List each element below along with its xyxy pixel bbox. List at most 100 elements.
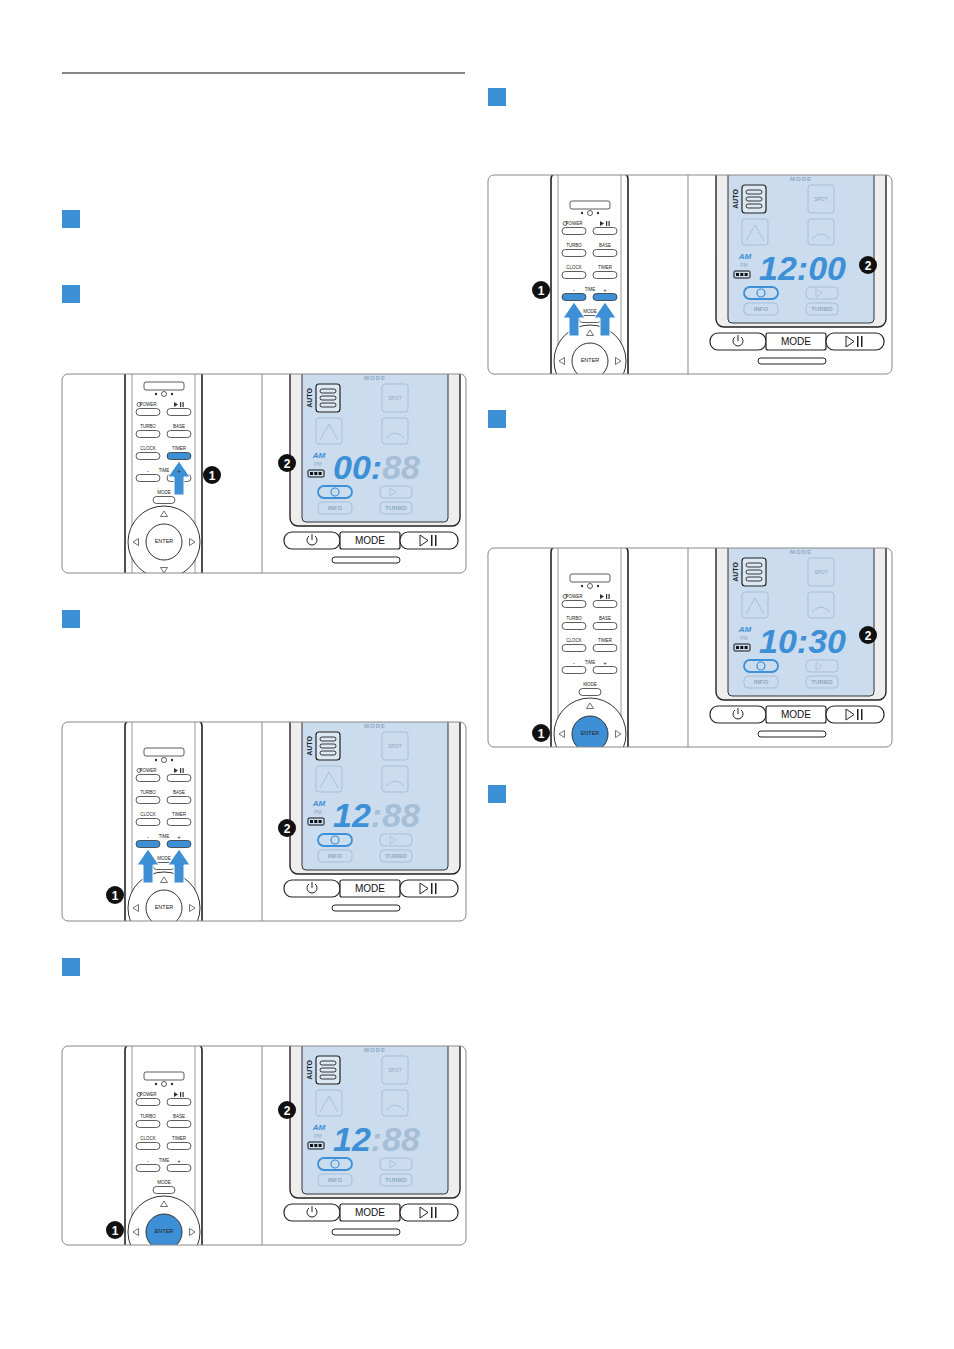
remote-dot xyxy=(171,393,173,395)
remote-sensor xyxy=(570,201,610,209)
auto-icon xyxy=(316,384,340,412)
mode-key-label: MODE xyxy=(355,536,385,546)
play-symbol xyxy=(600,221,604,226)
figure-group xyxy=(125,722,460,921)
battery-cell xyxy=(314,820,317,823)
auto-icon xyxy=(742,558,766,586)
spot-label: SPOT xyxy=(388,396,402,401)
auto-icon-line xyxy=(320,403,336,407)
remote-button xyxy=(593,601,617,608)
button-label: POWER xyxy=(139,402,156,407)
pad-arrow xyxy=(190,905,196,912)
power-key xyxy=(284,880,340,897)
play-indicator xyxy=(380,1158,412,1170)
auto-icon-line xyxy=(746,577,762,581)
turbo-label: TURBO xyxy=(385,853,406,859)
mode-icon xyxy=(742,592,768,618)
pause-bar xyxy=(609,221,610,226)
battery-cell xyxy=(314,1144,317,1147)
press-arrow xyxy=(168,849,190,883)
clock-face xyxy=(757,662,765,670)
remote-body xyxy=(125,1046,202,1245)
button-label: BASE xyxy=(173,790,185,795)
remote-sensor xyxy=(570,574,610,582)
power-key xyxy=(284,1204,340,1221)
mode-key-label: MODE xyxy=(355,1208,385,1218)
pause-bar xyxy=(861,709,863,720)
remote-button xyxy=(562,601,586,608)
play-indicator-mark xyxy=(390,488,396,496)
mode-icon xyxy=(316,1090,342,1116)
button-label: CLOCK xyxy=(566,265,582,270)
battery-cell xyxy=(740,646,743,649)
play-key xyxy=(400,532,458,549)
callout-number: 1 xyxy=(538,728,545,740)
button-label: CLOCK xyxy=(566,638,582,643)
remote-button xyxy=(167,1165,191,1172)
remote-button xyxy=(593,623,617,630)
enter-button xyxy=(146,524,182,560)
auto-icon xyxy=(316,732,340,760)
step-marker xyxy=(488,88,506,106)
button-label: TIME xyxy=(159,834,170,839)
mode-key-label: MODE xyxy=(781,710,811,720)
press-arrow xyxy=(563,302,585,336)
play-symbol xyxy=(846,336,854,347)
remote-button xyxy=(167,841,191,848)
mode-icon-mark xyxy=(320,772,338,788)
callout-number: 1 xyxy=(112,890,119,902)
direction-pad xyxy=(554,698,626,747)
remote-button xyxy=(136,453,160,460)
slot xyxy=(332,557,400,563)
remote-button xyxy=(136,1143,160,1150)
clock-digit: 10:30 xyxy=(759,624,846,658)
button-label: - xyxy=(573,660,575,666)
remote-sensor xyxy=(144,748,184,756)
timer-icon xyxy=(318,486,352,498)
play-symbol xyxy=(846,709,854,720)
pad-arrow xyxy=(616,358,622,365)
remote-button xyxy=(593,645,617,652)
play-symbol xyxy=(174,402,178,407)
spot-icon xyxy=(808,558,834,586)
power-symbol xyxy=(312,882,313,888)
remote-button xyxy=(167,453,191,460)
mode-icon xyxy=(808,592,834,618)
play-indicator-mark xyxy=(390,836,396,844)
remote-button xyxy=(593,250,617,257)
pad-arrow xyxy=(161,1201,168,1207)
button-label: BASE xyxy=(173,1114,185,1119)
remote-dot xyxy=(155,759,157,761)
timer-icon xyxy=(318,834,352,846)
pad-arrow xyxy=(133,1229,139,1236)
pause-bar xyxy=(861,336,863,347)
button-label: POWER xyxy=(139,1092,156,1097)
remote-button xyxy=(579,689,601,696)
button-label: TIMER xyxy=(172,1136,186,1141)
auto-icon-line xyxy=(746,190,762,194)
battery-icon xyxy=(308,470,324,477)
mode-key xyxy=(340,1204,400,1221)
clock-digit: 12 xyxy=(333,798,371,832)
remote-button xyxy=(153,1187,175,1194)
remote-dot xyxy=(581,212,583,214)
button-label: TIMER xyxy=(172,812,186,817)
clock-digit: 12:00 xyxy=(759,251,846,285)
turbo-indicator xyxy=(806,303,838,315)
info-indicator xyxy=(744,676,778,688)
power-key xyxy=(284,532,340,549)
figure-frame xyxy=(62,374,466,573)
remote-button xyxy=(593,228,617,235)
figure-frame xyxy=(488,548,892,747)
remote-button xyxy=(562,228,586,235)
remote-dot xyxy=(155,393,157,395)
mode-icon-mark xyxy=(746,225,764,241)
slot xyxy=(758,358,826,364)
display-housing xyxy=(716,175,886,327)
display-panel xyxy=(728,175,874,323)
turbo-indicator xyxy=(380,502,412,514)
play-indicator-mark xyxy=(390,1160,396,1168)
pause-bar xyxy=(609,594,610,599)
play-key xyxy=(826,706,884,723)
auto-icon-line xyxy=(746,197,762,201)
